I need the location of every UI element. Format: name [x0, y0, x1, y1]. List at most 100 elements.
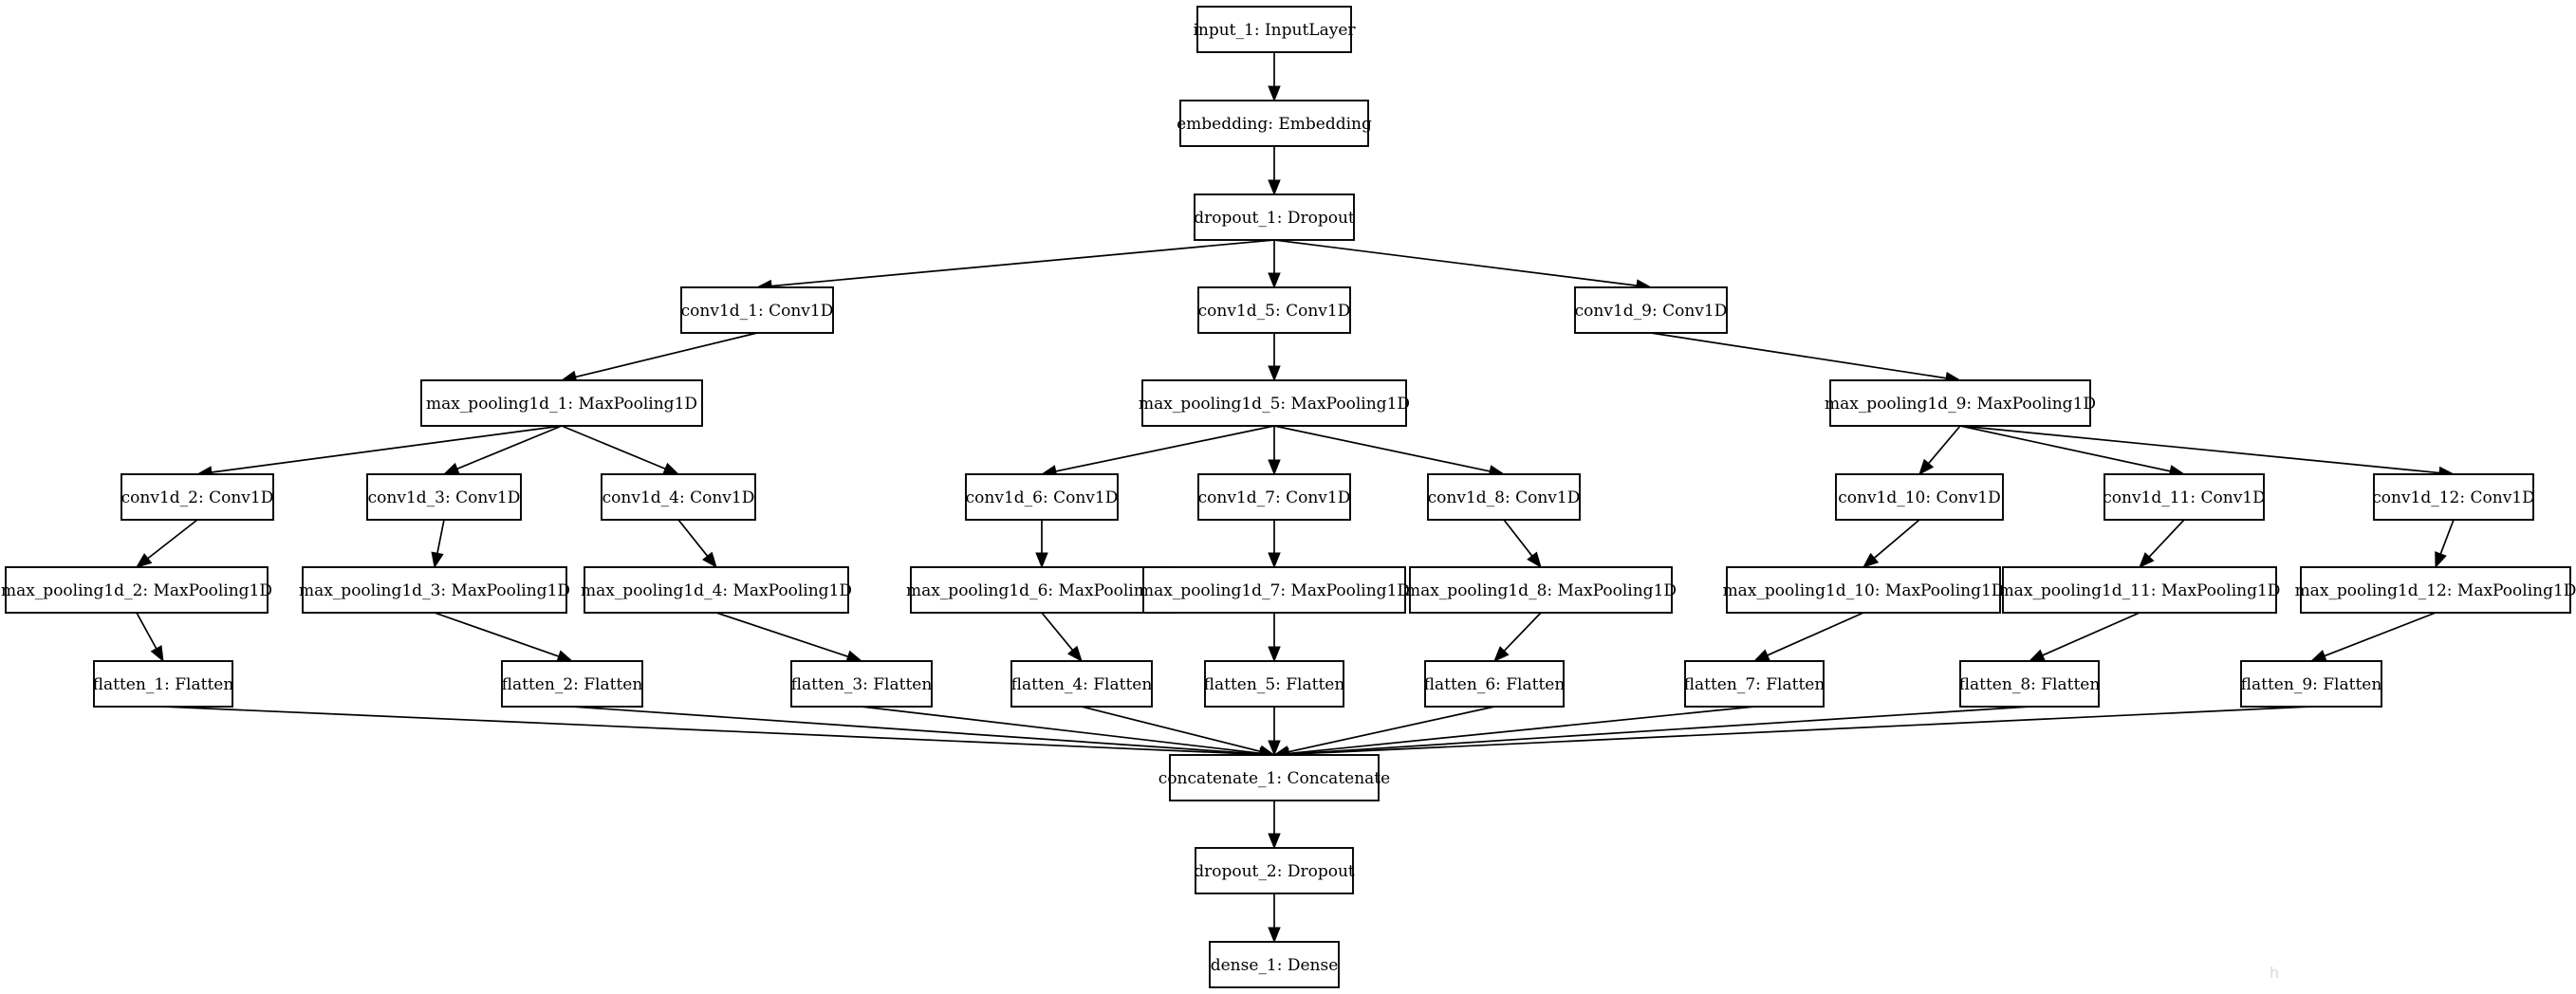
- layer-node-label: flatten_4: Flatten: [1011, 675, 1153, 694]
- layer-node: max_pooling1d_1: MaxPooling1D: [420, 379, 703, 427]
- layer-node-box: [1209, 941, 1340, 988]
- layer-node: conv1d_9: Conv1D: [1574, 286, 1728, 334]
- layer-node-label: conv1d_2: Conv1D: [121, 488, 274, 507]
- edge-arrow: [1268, 240, 1281, 289]
- edge-line: [1959, 425, 2440, 474]
- edge-line: [770, 239, 1275, 287]
- edge-arrow: [2139, 519, 2185, 568]
- layer-node-box: [680, 286, 834, 334]
- layer-node-box: [501, 660, 643, 708]
- layer-node-label: concatenate_1: Concatenate: [1158, 769, 1390, 788]
- arrowhead: [556, 650, 574, 663]
- arrowhead: [1493, 646, 1510, 662]
- layer-node-label: input_1: InputLayer: [1193, 21, 1356, 40]
- edge-arrow: [431, 519, 445, 569]
- layer-node-label: flatten_2: Flatten: [502, 675, 643, 694]
- layer-node-box: [1959, 660, 2100, 708]
- arrowhead: [2435, 551, 2447, 569]
- edge-line: [1055, 425, 1275, 472]
- edge-arrow: [1268, 333, 1281, 382]
- arrowhead: [1268, 85, 1281, 102]
- layer-node-box: [1196, 6, 1352, 53]
- arrowhead: [1066, 645, 1083, 663]
- layer-node-box: [302, 566, 567, 614]
- layer-node-box: [1179, 100, 1369, 147]
- arrowhead: [702, 551, 717, 569]
- edge-line: [456, 425, 563, 470]
- layer-node-label: max_pooling1d_12: MaxPooling1D: [2295, 581, 2576, 600]
- layer-node-label: max_pooling1d_11: MaxPooling1D: [1999, 581, 2281, 600]
- layer-node: conv1d_1: Conv1D: [680, 286, 834, 334]
- edge-line: [2439, 519, 2455, 555]
- layer-node-label: conv1d_10: Conv1D: [1838, 488, 2001, 507]
- arrowhead: [1268, 179, 1281, 196]
- edge-arrow: [162, 706, 1276, 762]
- edge-line: [1041, 612, 1074, 651]
- arrowhead: [1268, 552, 1281, 569]
- arrowhead: [2139, 552, 2155, 568]
- edge-arrow: [2309, 612, 2437, 662]
- layer-node: conv1d_4: Conv1D: [601, 473, 756, 521]
- arrowhead: [135, 553, 153, 568]
- edge-line: [1503, 612, 1542, 652]
- edge-arrow: [2435, 519, 2455, 569]
- layer-node-box: [601, 473, 756, 521]
- edge-line: [1273, 425, 1491, 472]
- layer-node-box: [1141, 379, 1407, 427]
- edge-line: [1288, 706, 2312, 756]
- layer-node-box: [1010, 660, 1153, 708]
- layer-node: flatten_8: Flatten: [1959, 660, 2101, 708]
- edge-arrow: [1268, 613, 1281, 663]
- layer-node-box: [1197, 473, 1351, 521]
- edge-arrow: [2028, 612, 2140, 662]
- layer-node-box: [2300, 566, 2571, 614]
- edge-line: [147, 519, 198, 560]
- layer-node-label: max_pooling1d_7: MaxPooling1D: [1139, 581, 1410, 600]
- layer-node-box: [366, 473, 522, 521]
- layer-node: embedding: Embedding: [1177, 100, 1372, 147]
- layer-node-label: max_pooling1d_4: MaxPooling1D: [581, 581, 852, 600]
- layer-node-label: conv1d_3: Conv1D: [368, 488, 521, 507]
- layer-node-box: [93, 660, 233, 708]
- layer-node-label: max_pooling1d_10: MaxPooling1D: [1723, 581, 2005, 600]
- layer-node-box: [1197, 286, 1351, 334]
- edge-line: [677, 519, 709, 557]
- layer-node: flatten_6: Flatten: [1424, 660, 1565, 708]
- layer-node: conv1d_11: Conv1D: [2103, 473, 2266, 521]
- layer-node-label: embedding: Embedding: [1177, 115, 1372, 134]
- layer-node-label: flatten_8: Flatten: [1959, 675, 2101, 694]
- edge-line: [1650, 332, 1947, 379]
- edge-line: [1928, 425, 1961, 465]
- layer-node: conv1d_2: Conv1D: [120, 473, 274, 521]
- layer-node-label: conv1d_4: Conv1D: [602, 488, 755, 507]
- edge-arrow: [677, 519, 717, 569]
- edge-arrow: [1503, 519, 1542, 569]
- arrowhead: [1752, 649, 1770, 662]
- layer-node: max_pooling1d_2: MaxPooling1D: [1, 566, 272, 614]
- edge-line: [1288, 706, 2030, 755]
- layer-node-label: dropout_2: Dropout: [1194, 862, 1355, 881]
- layer-node: flatten_2: Flatten: [501, 660, 643, 708]
- layer-node-label: dense_1: Dense: [1211, 956, 1339, 975]
- edge-arrow: [1273, 239, 1653, 292]
- arrowhead: [1862, 552, 1880, 568]
- layer-node-label: flatten_1: Flatten: [93, 675, 234, 694]
- arrowhead: [1035, 552, 1048, 569]
- edge-line: [2324, 612, 2437, 657]
- edge-arrow: [195, 425, 563, 479]
- layer-node-label: flatten_3: Flatten: [791, 675, 933, 694]
- layer-node-box: [584, 566, 849, 614]
- layer-node-label: conv1d_5: Conv1D: [1198, 302, 1351, 321]
- edge-arrow: [1272, 706, 2312, 762]
- layer-node-box: [1574, 286, 1728, 334]
- edge-arrow: [1268, 707, 1281, 757]
- arrowhead: [442, 462, 460, 475]
- layer-node: max_pooling1d_7: MaxPooling1D: [1139, 566, 1410, 614]
- layer-node: conv1d_5: Conv1D: [1197, 286, 1351, 334]
- edge-arrow: [1268, 520, 1281, 569]
- edge-arrow: [1493, 612, 1542, 662]
- layer-node-label: max_pooling1d_5: MaxPooling1D: [1139, 395, 1410, 414]
- edge-arrow: [755, 239, 1275, 293]
- layer-node: dropout_2: Dropout: [1194, 847, 1355, 894]
